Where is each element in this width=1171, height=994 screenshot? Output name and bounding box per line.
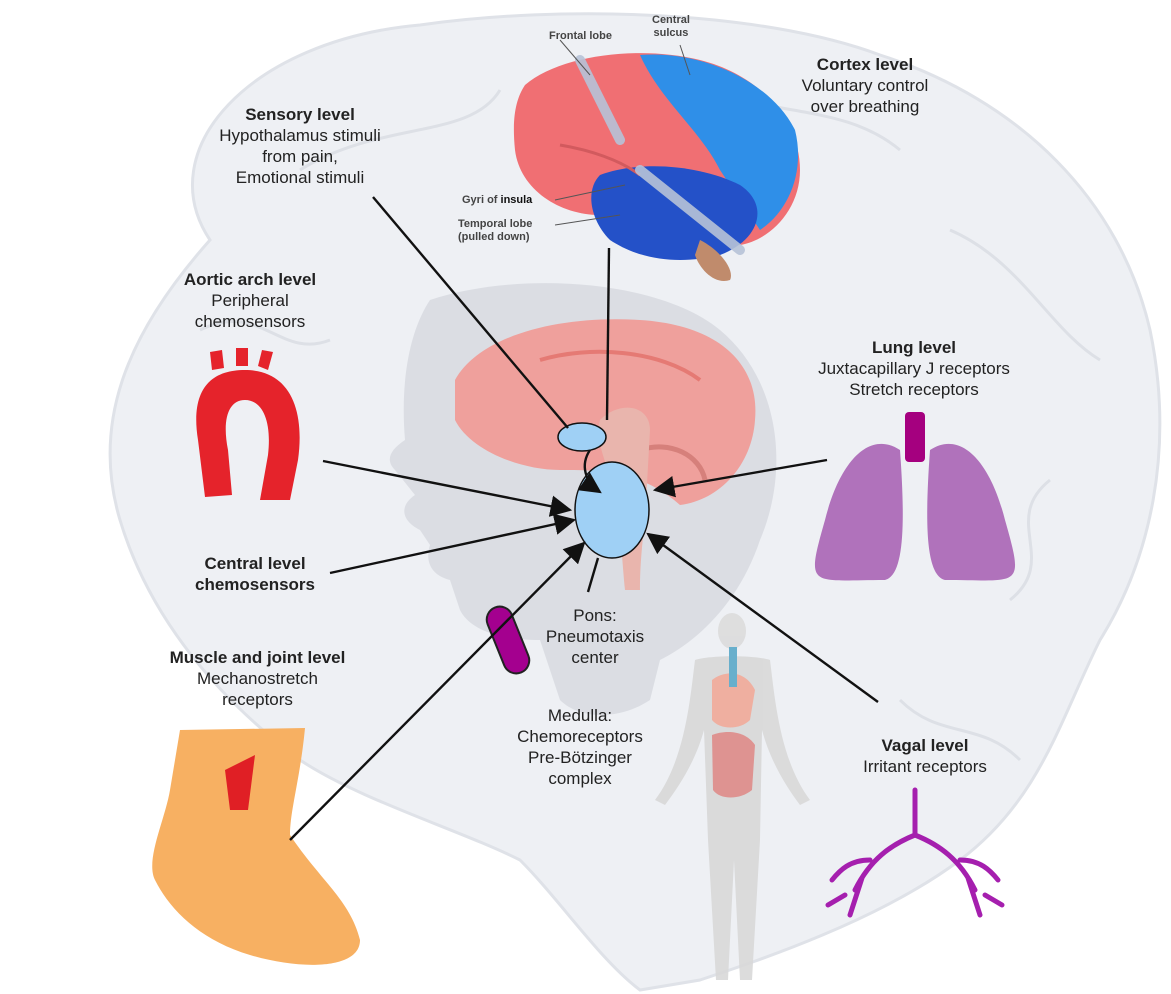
cortex-level-line-2: over breathing: [790, 96, 940, 117]
lung-level-title: Lung level: [799, 337, 1029, 358]
muscle-joint-level-label: Muscle and joint level Mechanostretch re…: [150, 647, 365, 710]
aortic-arch-level-line-2: chemosensors: [160, 311, 340, 332]
central-sulcus-line-2: sulcus: [652, 27, 690, 40]
sensory-level-line-3: Emotional stimuli: [210, 167, 390, 188]
medulla-line-1: Medulla:: [515, 705, 645, 726]
central-level-label: Central level chemosensors: [180, 553, 330, 595]
cortex-level-title: Cortex level: [790, 54, 940, 75]
medulla-line-4: complex: [515, 768, 645, 789]
temporal-lobe-label: Temporal lobe (pulled down): [458, 218, 532, 244]
pons-label: Pons: Pneumotaxis center: [540, 605, 650, 668]
frontal-lobe-label: Frontal lobe: [549, 30, 612, 43]
temporal-lobe-line-2: (pulled down): [458, 231, 532, 244]
pons-line-2: Pneumotaxis: [540, 626, 650, 647]
sensory-level-line-2: from pain,: [210, 146, 390, 167]
medulla-line-3: Pre-Bötzinger: [515, 747, 645, 768]
cortex-level-label: Cortex level Voluntary control over brea…: [790, 54, 940, 117]
central-sulcus-line-1: Central: [652, 14, 690, 27]
aortic-arch-level-label: Aortic arch level Peripheral chemosensor…: [160, 269, 340, 332]
lung-level-label: Lung level Juxtacapillary J receptors St…: [799, 337, 1029, 400]
sensory-level-line-1: Hypothalamus stimuli: [210, 125, 390, 146]
vagal-level-title: Vagal level: [855, 735, 995, 756]
pons-line-3: center: [540, 647, 650, 668]
muscle-joint-level-title: Muscle and joint level: [150, 647, 365, 668]
vagal-level-label: Vagal level Irritant receptors: [855, 735, 995, 777]
pons-line-1: Pons:: [540, 605, 650, 626]
muscle-joint-level-line-2: receptors: [150, 689, 365, 710]
central-sulcus-label: Central sulcus: [652, 14, 690, 40]
central-level-title-line-2: chemosensors: [180, 574, 330, 595]
medulla-line-2: Chemoreceptors: [515, 726, 645, 747]
aortic-arch-level-title: Aortic arch level: [160, 269, 340, 290]
gyri-of-text: Gyri of: [462, 194, 497, 206]
medulla-label: Medulla: Chemoreceptors Pre-Bötzinger co…: [515, 705, 645, 789]
hypothalamus-node: [558, 423, 606, 451]
temporal-lobe-line-1: Temporal lobe: [458, 218, 532, 231]
aortic-arch-level-line-1: Peripheral: [160, 290, 340, 311]
lung-level-line-1: Juxtacapillary J receptors: [799, 358, 1029, 379]
vagal-level-line-1: Irritant receptors: [855, 756, 995, 777]
muscle-joint-level-line-1: Mechanostretch: [150, 668, 365, 689]
cortex-level-line-1: Voluntary control: [790, 75, 940, 96]
insula-label: Gyri of insula: [462, 194, 532, 207]
central-level-title-line-1: Central level: [180, 553, 330, 574]
insula-text: insula: [501, 194, 533, 206]
sensory-level-title: Sensory level: [210, 104, 390, 125]
sensory-level-label: Sensory level Hypothalamus stimuli from …: [210, 104, 390, 188]
lung-level-line-2: Stretch receptors: [799, 379, 1029, 400]
